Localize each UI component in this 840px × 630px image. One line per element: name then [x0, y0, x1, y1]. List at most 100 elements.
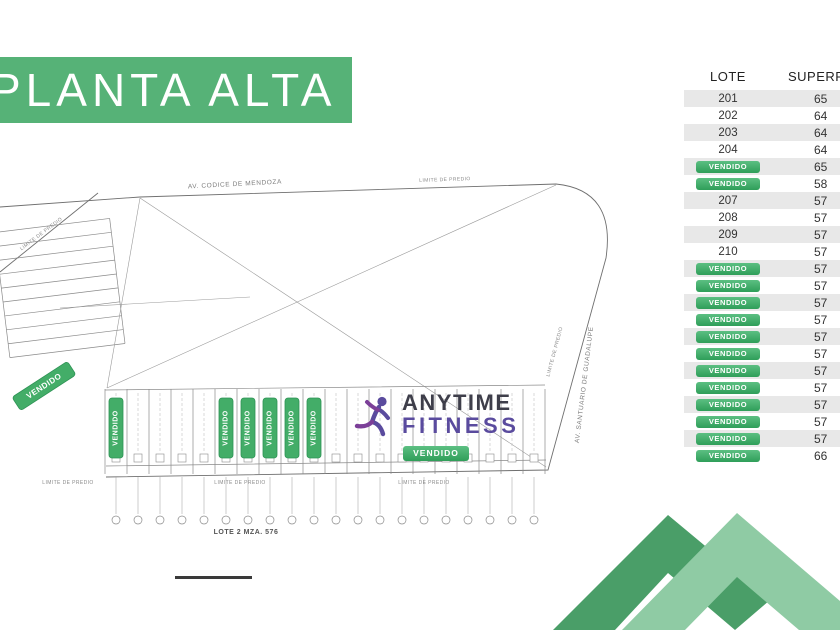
- superficie-value: 57: [814, 397, 828, 412]
- superficie-value: 64: [814, 142, 828, 157]
- vendido-badge: VENDIDO: [108, 397, 124, 459]
- boundary-label-bottom-1: LIMITE DE PREDIO: [42, 480, 93, 486]
- light-chevron: [622, 513, 840, 630]
- vendido-badge: VENDIDO: [696, 314, 760, 326]
- logo-vendido-badge: VENDIDO: [403, 446, 469, 461]
- lot-number: 210: [718, 245, 738, 258]
- vendido-badge: VENDIDO: [696, 297, 760, 309]
- table-row: VENDIDO 57: [684, 294, 840, 311]
- logo-text: ANYTIME FITNESS: [402, 392, 519, 440]
- table-row: VENDIDO 57: [684, 311, 840, 328]
- anytime-fitness-logo: ANYTIME FITNESS: [352, 392, 519, 440]
- table-row: 210 57: [684, 243, 840, 260]
- page-title: PLANTA ALTA: [0, 64, 337, 116]
- header-superficie: SUPERFICIE: [788, 69, 840, 84]
- divider-line: [175, 576, 252, 579]
- superficie-value: 65: [814, 159, 828, 174]
- lots-table: LOTE SUPERFICIE 20165202642036420464VEND…: [684, 66, 840, 464]
- parcel-boundary: [105, 183, 608, 478]
- svg-text:VENDIDO: VENDIDO: [311, 410, 318, 445]
- table-row: VENDIDO 57: [684, 260, 840, 277]
- superficie-value: 57: [814, 193, 828, 208]
- lot-number: 201: [718, 92, 738, 105]
- vendido-badge: VENDIDO: [306, 397, 322, 459]
- lot-number: 208: [718, 211, 738, 224]
- superficie-value: 57: [814, 278, 828, 293]
- lot-number: 203: [718, 126, 738, 139]
- lot-number: 202: [718, 109, 738, 122]
- vendido-badge: VENDIDO: [218, 397, 234, 459]
- table-row: 207 57: [684, 192, 840, 209]
- boundary-label-left: LIMITE DE PREDIO: [19, 216, 64, 252]
- table-header: LOTE SUPERFICIE: [684, 66, 840, 90]
- table-row: VENDIDO 57: [684, 362, 840, 379]
- vendido-badge: VENDIDO: [696, 263, 760, 275]
- superficie-value: 57: [814, 363, 828, 378]
- boundary-label-bottom-2: LIMITE DE PREDIO: [214, 480, 265, 486]
- chevron-decoration: [553, 513, 840, 630]
- superficie-value: 64: [814, 108, 828, 123]
- table-row: 203 64: [684, 124, 840, 141]
- lot-number: 204: [718, 143, 738, 156]
- logo-anytime-text: ANYTIME: [402, 390, 512, 415]
- svg-text:VENDIDO: VENDIDO: [223, 410, 230, 445]
- superficie-value: 57: [814, 244, 828, 259]
- dark-chevron: [553, 515, 770, 630]
- construction-lines: [59, 184, 557, 468]
- superficie-value: 57: [814, 295, 828, 310]
- vendido-badge: VENDIDO: [262, 397, 278, 459]
- boundary-label-top: LIMITE DE PREDIO: [419, 176, 471, 184]
- superficie-value: 66: [814, 448, 828, 463]
- vendido-badge: VENDIDO: [696, 433, 760, 445]
- boundary-label-bottom-3: LIMITE DE PREDIO: [398, 480, 449, 486]
- vendido-badge: VENDIDO: [696, 161, 760, 173]
- lot-number: 207: [718, 194, 738, 207]
- svg-text:VENDIDO: VENDIDO: [245, 410, 252, 445]
- vendido-badge: VENDIDO: [696, 416, 760, 428]
- superficie-value: 64: [814, 125, 828, 140]
- table-row: VENDIDO 57: [684, 379, 840, 396]
- vendido-badge: VENDIDO: [696, 399, 760, 411]
- table-row: VENDIDO 65: [684, 158, 840, 175]
- vendido-badge: VENDIDO: [12, 362, 76, 410]
- table-row: VENDIDO 57: [684, 430, 840, 447]
- superficie-value: 57: [814, 380, 828, 395]
- superficie-value: 57: [814, 227, 828, 242]
- header-lote: LOTE: [710, 69, 746, 84]
- vendido-badge: VENDIDO: [240, 397, 256, 459]
- table-row: 208 57: [684, 209, 840, 226]
- vendido-badge: VENDIDO: [696, 382, 760, 394]
- street-label-santuario: AV. SANTUARIO DE GUADALUPE: [574, 326, 595, 444]
- table-row: 202 64: [684, 107, 840, 124]
- planta-alta-banner: PLANTA ALTA: [0, 57, 352, 123]
- boundary-label-right: LIMITE DE PREDIO: [545, 326, 564, 377]
- table-row: VENDIDO 57: [684, 396, 840, 413]
- svg-text:VENDIDO: VENDIDO: [113, 410, 120, 445]
- table-row: 209 57: [684, 226, 840, 243]
- superficie-value: 57: [814, 312, 828, 327]
- svg-text:VENDIDO: VENDIDO: [267, 410, 274, 445]
- street-label-codice: AV. CODICE DE MENDOZA: [188, 179, 283, 191]
- svg-text:VENDIDO: VENDIDO: [289, 410, 296, 445]
- lot-caption: LOTE 2 MZA. 576: [214, 529, 279, 536]
- table-row: 204 64: [684, 141, 840, 158]
- lot-number: 209: [718, 228, 738, 241]
- vendido-badge: VENDIDO: [696, 178, 760, 190]
- vendido-badge: VENDIDO: [696, 280, 760, 292]
- superficie-value: 57: [814, 431, 828, 446]
- running-man-icon: [354, 396, 390, 437]
- superficie-value: 57: [814, 210, 828, 225]
- superficie-value: 57: [814, 261, 828, 276]
- vendido-badge: VENDIDO: [696, 348, 760, 360]
- logo-fitness-text: FITNESS: [402, 413, 520, 438]
- vendido-badge: VENDIDO: [696, 365, 760, 377]
